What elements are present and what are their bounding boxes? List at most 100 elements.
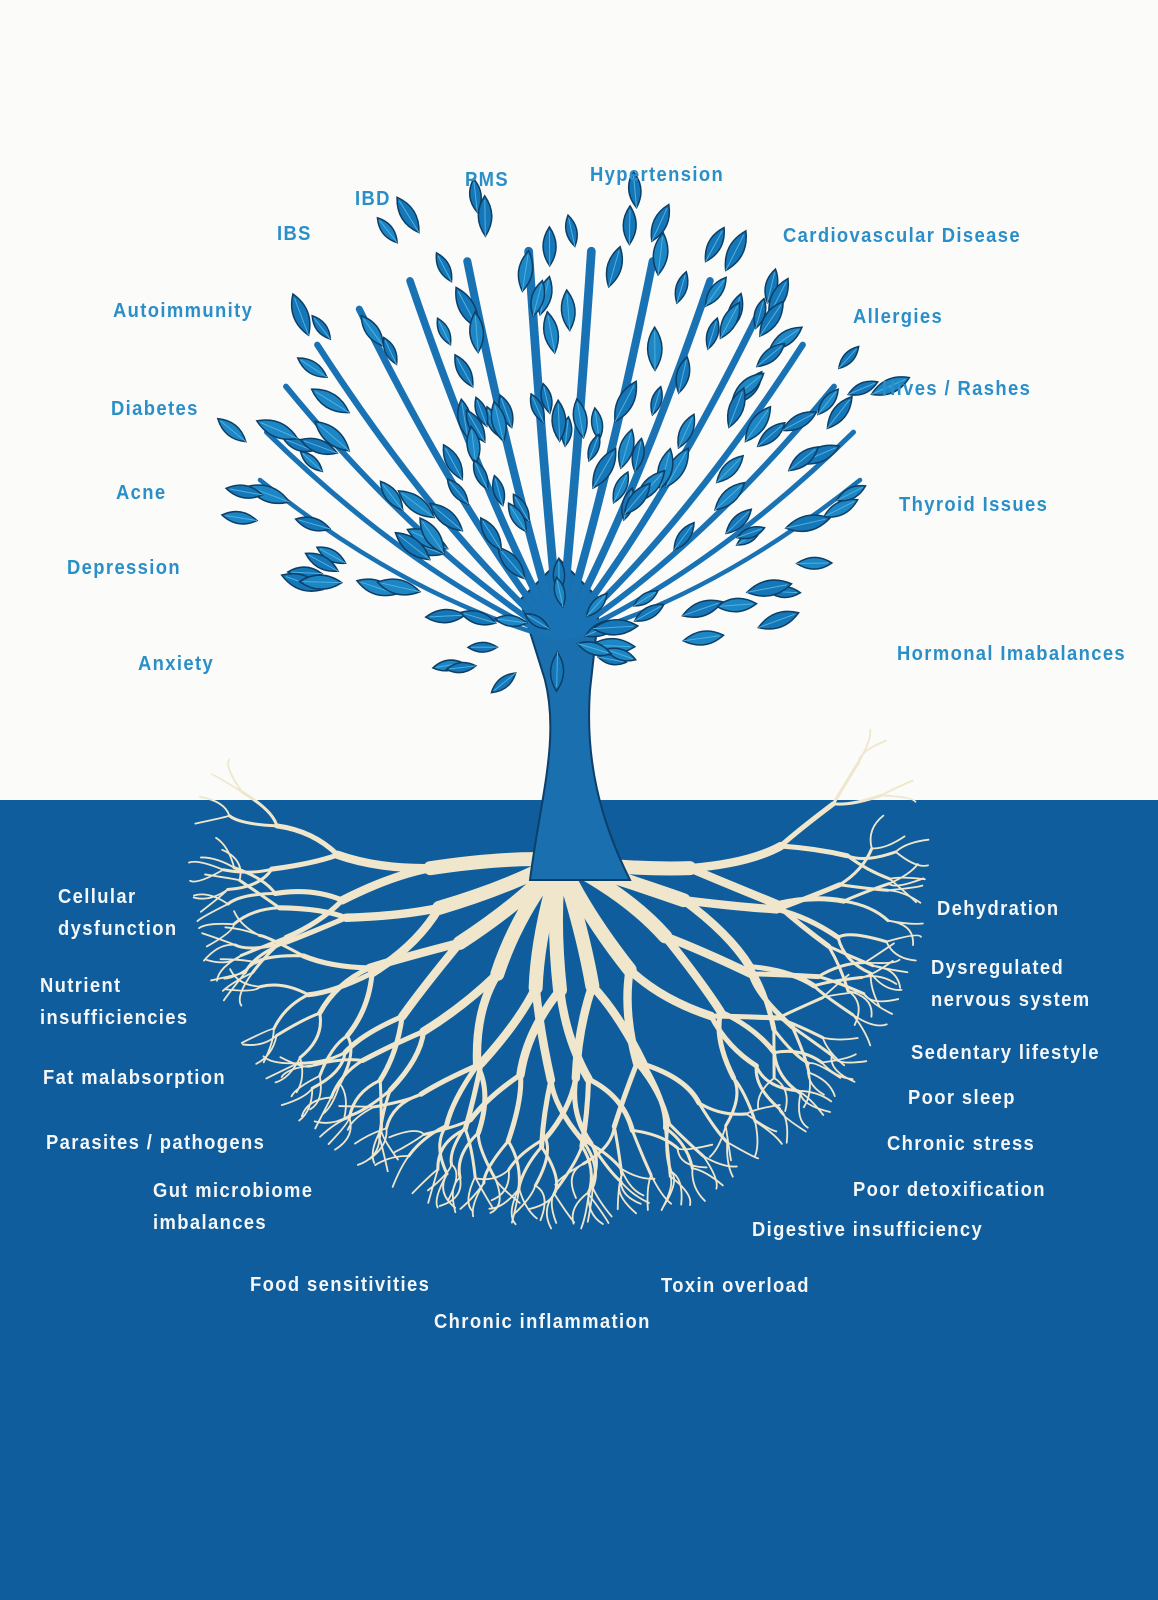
root — [463, 1127, 477, 1179]
leaf-vein — [401, 493, 435, 518]
root — [476, 1131, 497, 1180]
root — [812, 984, 855, 1017]
root — [427, 1163, 453, 1192]
root — [831, 760, 861, 806]
symptom-label: Diabetes — [111, 398, 199, 420]
root-cause-label: Poor detoxification — [853, 1179, 1046, 1201]
root — [275, 1011, 322, 1037]
leaf-vein — [597, 656, 624, 663]
root — [221, 867, 274, 874]
root — [192, 888, 229, 900]
leaf-vein — [527, 614, 550, 630]
root — [861, 975, 898, 985]
leaf-vein — [220, 420, 247, 443]
root — [518, 1187, 538, 1220]
leaf-vein — [725, 234, 745, 271]
leaf-vein — [318, 424, 350, 452]
root — [869, 814, 885, 850]
leaf-vein — [785, 518, 826, 529]
root — [341, 903, 444, 922]
root — [298, 1011, 322, 1060]
root-cause-label: Fat malabsorption — [43, 1067, 226, 1089]
root — [272, 993, 310, 1031]
leaf-vein — [303, 581, 342, 584]
root — [489, 1177, 501, 1214]
root — [691, 1167, 724, 1187]
root — [471, 1182, 485, 1218]
root-cause-label: Toxin overload — [661, 1275, 810, 1297]
root — [377, 1088, 392, 1139]
root — [887, 863, 919, 885]
leaf-vein — [566, 294, 571, 331]
root — [281, 915, 349, 946]
root — [623, 965, 642, 1068]
root — [676, 1143, 714, 1151]
leaf-vein — [482, 520, 502, 551]
root — [852, 1014, 872, 1047]
leaf-vein — [651, 207, 668, 242]
root — [862, 992, 894, 1015]
root — [816, 975, 866, 996]
leaf-vein — [429, 614, 466, 618]
root — [797, 1090, 833, 1103]
leaf-vein — [564, 419, 569, 447]
root — [679, 895, 754, 971]
root-cause-label: Poor sleep — [908, 1087, 1016, 1109]
root — [778, 843, 850, 859]
root — [488, 1188, 520, 1210]
root — [240, 1027, 275, 1044]
root — [531, 983, 556, 1085]
leaf-vein — [605, 648, 633, 660]
leaf-vein — [657, 236, 664, 275]
leaf-vein — [398, 200, 420, 233]
symptom-label: Hives / Rashes — [882, 378, 1032, 400]
root — [754, 1064, 800, 1093]
root — [745, 1113, 778, 1133]
root — [506, 1139, 521, 1190]
root — [280, 1087, 314, 1107]
root — [580, 1138, 623, 1171]
leaf-vein — [782, 413, 814, 431]
leaf-vein — [471, 430, 477, 465]
root — [318, 1034, 349, 1078]
root — [233, 941, 286, 950]
root — [816, 960, 867, 979]
root — [773, 901, 832, 949]
leaf-vein — [592, 625, 634, 630]
leaf-vein — [736, 528, 762, 539]
root — [820, 1053, 857, 1064]
root — [894, 838, 930, 853]
leaf-vein — [308, 554, 339, 572]
root — [238, 971, 254, 1007]
root — [333, 850, 435, 873]
root — [778, 1107, 789, 1144]
root — [215, 836, 236, 869]
root — [836, 933, 888, 944]
root — [338, 863, 435, 905]
root — [312, 1058, 365, 1067]
leaf-vein — [746, 584, 788, 593]
leaf-vein — [463, 613, 496, 624]
root — [374, 1154, 410, 1166]
leaf-vein — [838, 348, 858, 369]
leaf-vein — [716, 603, 753, 608]
root — [226, 867, 274, 892]
root — [579, 1076, 592, 1149]
root — [821, 1036, 846, 1067]
root — [807, 1062, 825, 1096]
leaf-vein — [229, 488, 263, 496]
root — [886, 884, 924, 892]
root — [407, 1123, 449, 1158]
root — [241, 1034, 278, 1046]
root — [447, 1163, 458, 1201]
root — [377, 1014, 405, 1083]
leaf-vein — [557, 404, 561, 442]
root — [880, 794, 917, 803]
root — [666, 1121, 705, 1158]
root — [193, 893, 229, 905]
leaf-vein — [456, 357, 474, 388]
root — [368, 1127, 388, 1160]
root — [885, 934, 922, 943]
root — [543, 1075, 579, 1141]
root-cause-label: Sedentary lifestyle — [911, 1042, 1100, 1064]
